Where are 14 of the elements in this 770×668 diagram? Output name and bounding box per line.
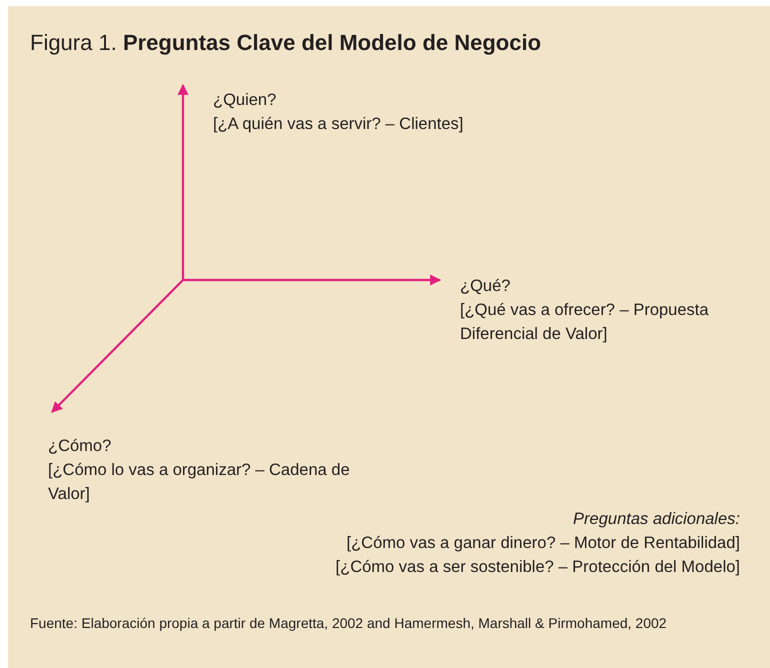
arrow: [51, 279, 184, 413]
arrow: [178, 84, 188, 280]
question-heading: ¿Quien?: [213, 90, 278, 111]
question-text: [¿Qué vas a ofrecer? – Propuesta Diferencial de Valor]: [460, 300, 710, 345]
figure-title: Figura 1. Preguntas Clave del Modelo de Negocio: [30, 30, 542, 56]
question-heading: ¿Cómo?: [48, 436, 112, 457]
arrow: [183, 274, 442, 286]
note-heading: Preguntas adicionales:: [573, 510, 740, 529]
question-heading: ¿Qué?: [460, 276, 512, 297]
source-caption: Fuente: Elaboración propia a partir de Magretta, 2002 and Hamermesh, Marshall & Pirmohamed, 2002: [30, 614, 668, 632]
note-text: [¿Cómo vas a ser sostenible? – Protección del Modelo]: [336, 558, 740, 577]
question-text: [¿Cómo lo vas a organizar? – Cadena de Valor]: [48, 460, 351, 505]
question-text: [¿A quién vas a servir? – Clientes]: [213, 114, 464, 135]
note-text: [¿Cómo vas a ganar dinero? – Motor de Rentabilidad]: [346, 534, 740, 553]
